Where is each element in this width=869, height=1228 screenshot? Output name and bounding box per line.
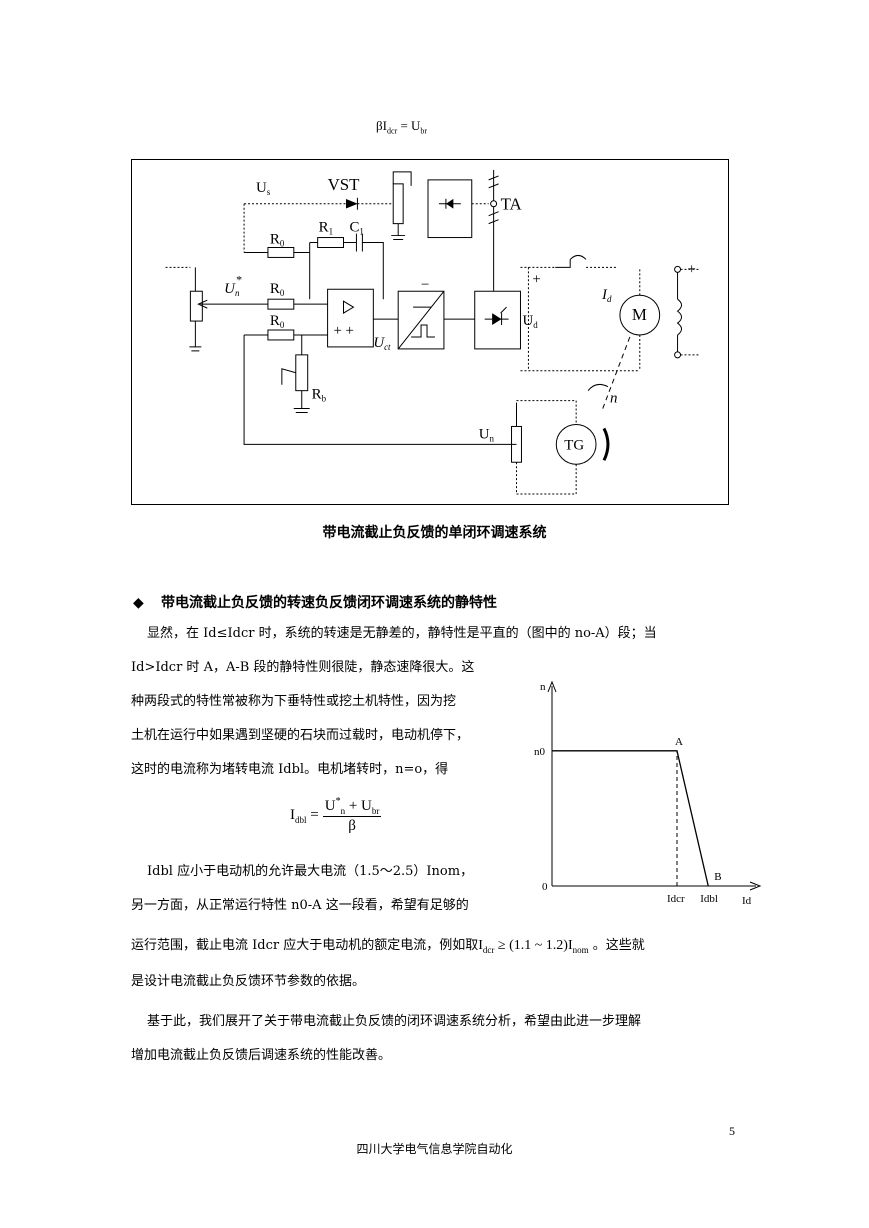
- paragraph4-line1: 基于此，我们展开了关于带电流截止负反馈的闭环调速系统分析，希望由此进一步理解: [147, 1014, 642, 1029]
- paragraph4-line2: 增加电流截止负反馈后调速系统的性能改善。: [131, 1048, 392, 1063]
- paragraph2-line2: 另一方面，从正常运行特性 n0-A 这一段看，希望有足够的: [131, 898, 469, 913]
- paragraph2-line1: Idbl 应小于电动机的允许最大电流（1.5～2.5）Inom，: [147, 864, 474, 879]
- un-star: *: [236, 272, 242, 286]
- svg-text:R0: R0: [270, 281, 285, 298]
- ud-plus: +: [532, 271, 540, 287]
- svg-text:Uct: Uct: [373, 335, 391, 352]
- y-tick-n0: n0: [534, 746, 546, 758]
- r1-label: R: [319, 220, 329, 236]
- idbl-formula: Idbl = U*n + Ubr β: [290, 796, 382, 834]
- characteristic-line-0: [552, 750, 709, 887]
- r0a-label: R: [270, 232, 280, 248]
- circuit-diagram: Us VST TA R1 C1 R0 R0 R0 Rb Un * Uct Ud …: [131, 159, 729, 505]
- point-label-a: A: [675, 736, 683, 748]
- inline-formula: Idcr ≥ (1.1 ~ 1.2)Inom: [478, 938, 589, 955]
- paragraph1-line1: 显然，在 Id≤Idcr 时，系统的转速是无静差的，静特性是平直的（图中的 no…: [147, 626, 657, 641]
- un2-label: U: [479, 426, 490, 442]
- paragraph1-line3: 种两段式的特性常被称为下垂特性或挖土机特性，因为挖: [131, 694, 457, 709]
- point-label-b: B: [714, 871, 721, 883]
- paragraph1-line2: Id>Idcr 时 A，A-B 段的静特性则很陡，静态速降很大。这: [131, 660, 475, 675]
- svg-text:Id: Id: [601, 287, 612, 304]
- r0c-label: R: [270, 313, 280, 329]
- top-equation: βIdcr = Ubr: [376, 118, 428, 136]
- c1-label: C: [349, 220, 359, 236]
- svg-text:Un: Un: [479, 426, 495, 443]
- field-plus: +: [688, 261, 696, 277]
- svg-text:Rb: Rb: [312, 387, 327, 404]
- page-number: 5: [729, 1124, 735, 1138]
- trigger-minus: −: [421, 277, 429, 293]
- uc-label: U: [373, 335, 385, 351]
- paragraph1-line5: 这时的电流称为堵转电流 Idbl。电机堵转时，n=o，得: [131, 762, 449, 777]
- opamp-plus-b: +: [334, 323, 342, 339]
- figure-caption: 带电流截止负反馈的单闭环调速系统: [322, 525, 547, 541]
- static-characteristic-chart: n Id 0 n0 A B Idcr Idbl: [534, 680, 762, 907]
- svg-text:R1: R1: [319, 220, 333, 237]
- rb-label: R: [312, 387, 322, 403]
- motor-label: M: [632, 305, 647, 324]
- id-label: I: [601, 287, 608, 303]
- ud-label: U: [522, 313, 533, 329]
- svg-text:C1: C1: [349, 220, 363, 237]
- tg-label: TG: [564, 437, 584, 453]
- svg-text:Un: Un: [224, 281, 240, 298]
- chart-ylabel: n: [540, 681, 546, 693]
- diamond-bullet-icon: ◆: [133, 595, 144, 611]
- svg-text:Us: Us: [256, 180, 271, 197]
- ta-label: TA: [501, 195, 523, 214]
- r0b-label: R: [270, 281, 280, 297]
- chart-xlabel: Id: [742, 895, 752, 907]
- x-tick-idbl: Idbl: [700, 893, 718, 905]
- y-axis-arrow: [547, 680, 557, 693]
- paragraph3-line1: 运行范围，截止电流 Idcr 应大于电动机的额定电流，例如取Idcr ≥ (1.…: [131, 938, 645, 955]
- svg-text:Ud: Ud: [522, 313, 538, 330]
- paragraph3-line2: 是设计电流截止负反馈环节参数的依据。: [131, 974, 366, 989]
- footer-text: 四川大学电气信息学院自动化: [356, 1142, 513, 1156]
- us-label: U: [256, 180, 267, 196]
- chart-origin-label: 0: [542, 881, 548, 893]
- section-title: ◆ 带电流截止负反馈的转速负反馈闭环调速系统的静特性: [133, 592, 497, 612]
- paragraph1-line4: 土机在运行中如果遇到坚硬的石块而过载时，电动机停下，: [131, 728, 470, 743]
- svg-text:R0: R0: [270, 232, 285, 249]
- section-title-text: 带电流截止负反馈的转速负反馈闭环调速系统的静特性: [161, 595, 497, 611]
- vst-label: VST: [328, 175, 361, 194]
- x-tick-idcr: Idcr: [667, 893, 685, 905]
- opamp-plus-a: +: [345, 323, 353, 339]
- x-axis-arrow: [749, 881, 762, 891]
- svg-text:R0: R0: [270, 313, 285, 330]
- n-label: n: [610, 391, 617, 407]
- un-label: U: [224, 281, 236, 297]
